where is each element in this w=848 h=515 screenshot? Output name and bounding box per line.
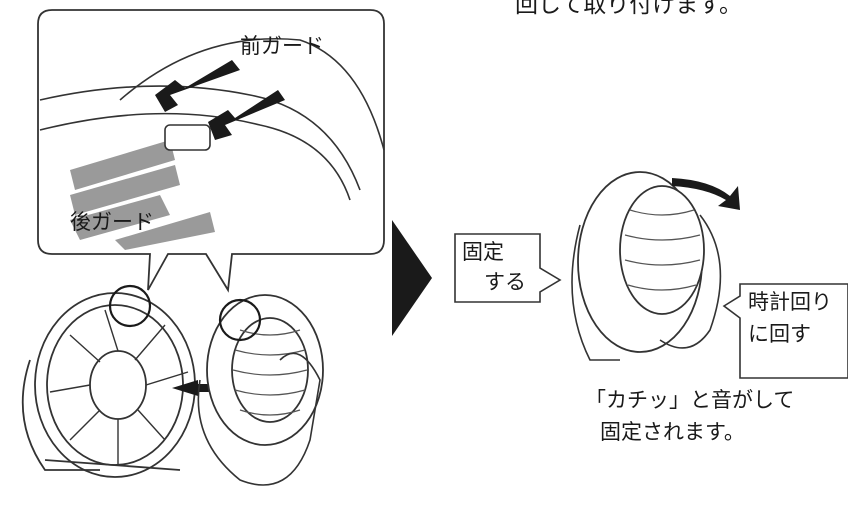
transition-arrow	[392, 220, 432, 336]
attach-arrow	[172, 380, 198, 396]
rotation-arrow	[672, 178, 740, 210]
latch-tab	[164, 124, 211, 151]
top-caption: 回して取り付けます。	[515, 0, 743, 18]
bottom-note-line2: 固定されます。	[600, 420, 745, 444]
left-fan	[21, 292, 196, 478]
fix-label-box	[454, 233, 562, 303]
rear-guard-bars	[70, 140, 215, 250]
callout-bubble	[37, 9, 385, 293]
rotate-label-box	[722, 283, 848, 379]
rotate-label-line1: 時計回り	[748, 290, 832, 314]
front-guard-fan	[206, 294, 324, 446]
fix-label-line2: する	[484, 270, 526, 294]
guard-detail	[39, 37, 385, 201]
bottom-note-line1: 「カチッ」と音がして	[585, 388, 795, 412]
front-guard-label: 前ガード	[240, 34, 324, 58]
rotate-label-line2: に回す	[748, 322, 811, 346]
hand	[197, 352, 321, 486]
rear-guard-label: 後ガード	[70, 210, 154, 234]
fix-label-line1: 固定	[462, 240, 504, 264]
assembled-fan	[577, 171, 705, 353]
callout-arrow	[155, 60, 285, 140]
